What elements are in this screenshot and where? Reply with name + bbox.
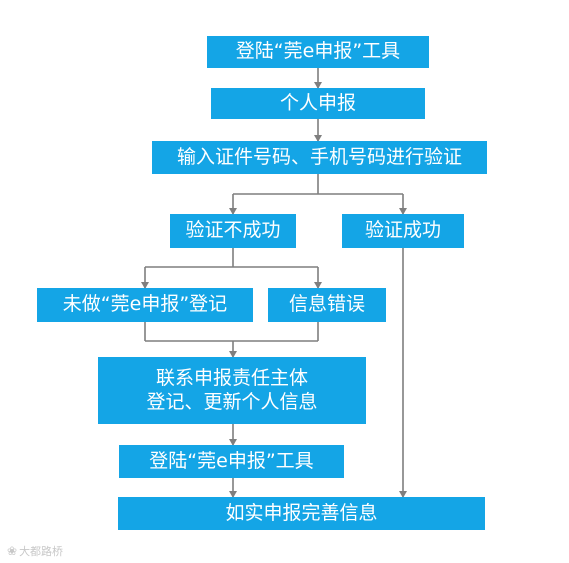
node-fail: 验证不成功 xyxy=(170,214,296,248)
node-not-registered-label: 未做“莞e申报”登记 xyxy=(62,293,228,316)
watermark-text: 大都路桥 xyxy=(19,545,64,558)
node-info-error-label: 信息错误 xyxy=(288,293,365,316)
node-login-2: 登陆“莞e申报”工具 xyxy=(119,445,344,478)
node-login-2-label: 登陆“莞e申报”工具 xyxy=(149,449,314,472)
node-final: 如实申报完善信息 xyxy=(118,497,485,530)
node-fail-label: 验证不成功 xyxy=(185,219,281,242)
node-success-label: 验证成功 xyxy=(364,219,441,242)
node-contact: 联系申报责任主体 登记、更新个人信息 xyxy=(98,357,366,424)
node-verify: 输入证件号码、手机号码进行验证 xyxy=(152,141,487,174)
node-verify-label: 输入证件号码、手机号码进行验证 xyxy=(176,145,462,168)
node-success: 验证成功 xyxy=(342,214,464,248)
node-personal-label: 个人申报 xyxy=(279,91,356,114)
watermark: ❀ 大都路桥 xyxy=(7,543,63,559)
node-personal: 个人申报 xyxy=(211,88,425,119)
node-login-1-label: 登陆“莞e申报”工具 xyxy=(235,40,401,63)
node-info-error: 信息错误 xyxy=(268,288,386,322)
node-not-registered: 未做“莞e申报”登记 xyxy=(37,288,253,322)
node-login-1: 登陆“莞e申报”工具 xyxy=(207,36,429,68)
node-contact-line1: 联系申报责任主体 xyxy=(155,366,308,389)
node-final-label: 如实申报完善信息 xyxy=(225,501,378,524)
watermark-logo-icon: ❀ xyxy=(7,544,18,558)
node-contact-line2: 登记、更新个人信息 xyxy=(146,390,318,413)
